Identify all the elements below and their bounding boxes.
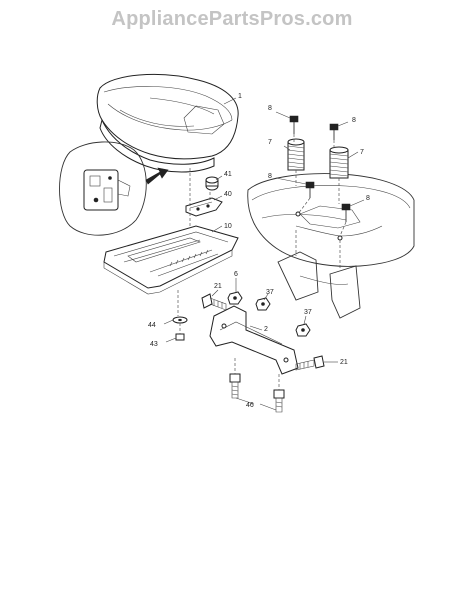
bolt-8d [337, 203, 351, 241]
washer-44 [172, 316, 188, 324]
bolt-46-left [229, 358, 241, 399]
callout-8b: 8 [352, 117, 356, 124]
callout-7a: 7 [268, 139, 272, 146]
callout-8c: 8 [268, 173, 272, 180]
callout-6: 6 [234, 271, 238, 278]
bracket-part [209, 305, 299, 375]
bolt-8a [289, 115, 299, 142]
seat-pan-slots [169, 249, 209, 267]
knob-part [205, 176, 219, 191]
bolt-43 [175, 323, 185, 341]
leader-lines [163, 97, 365, 411]
callout-46: 46 [246, 402, 254, 409]
bolt-8b [329, 123, 339, 150]
callout-21a: 21 [214, 283, 222, 290]
bolt-21-left [201, 293, 227, 311]
callout-10: 10 [224, 223, 232, 230]
bolt-8c [295, 181, 315, 217]
seat-part [96, 73, 239, 173]
detail-inset [59, 141, 169, 236]
spring-right-part [329, 146, 349, 179]
nut-6 [227, 291, 243, 305]
nut-37-lower [295, 323, 311, 337]
callout-44: 44 [148, 322, 156, 329]
nut-37-upper [255, 297, 271, 311]
slide-bracket-part [185, 197, 223, 217]
callout-labels: 1 8 8 7 7 8 8 41 40 10 6 21 37 37 2 21 4… [148, 93, 370, 409]
seat-pan-part [103, 225, 239, 295]
bolt-46-right [273, 374, 285, 413]
frame-part [277, 230, 361, 319]
bolt-21-right [295, 355, 325, 371]
callout-8a: 8 [268, 105, 272, 112]
callout-2: 2 [264, 326, 268, 333]
callout-37b: 37 [304, 309, 312, 316]
spring-left-part [287, 138, 305, 171]
callout-1: 1 [238, 93, 242, 100]
callout-7b: 7 [360, 149, 364, 156]
callout-41: 41 [224, 171, 232, 178]
callout-40: 40 [224, 191, 232, 198]
callout-21b: 21 [340, 359, 348, 366]
callout-37a: 37 [266, 289, 274, 296]
watermark-logo: AppliancePartsPros.com [111, 8, 353, 30]
fender-part [247, 173, 415, 267]
callout-8d: 8 [366, 195, 370, 202]
callout-43: 43 [150, 341, 158, 348]
